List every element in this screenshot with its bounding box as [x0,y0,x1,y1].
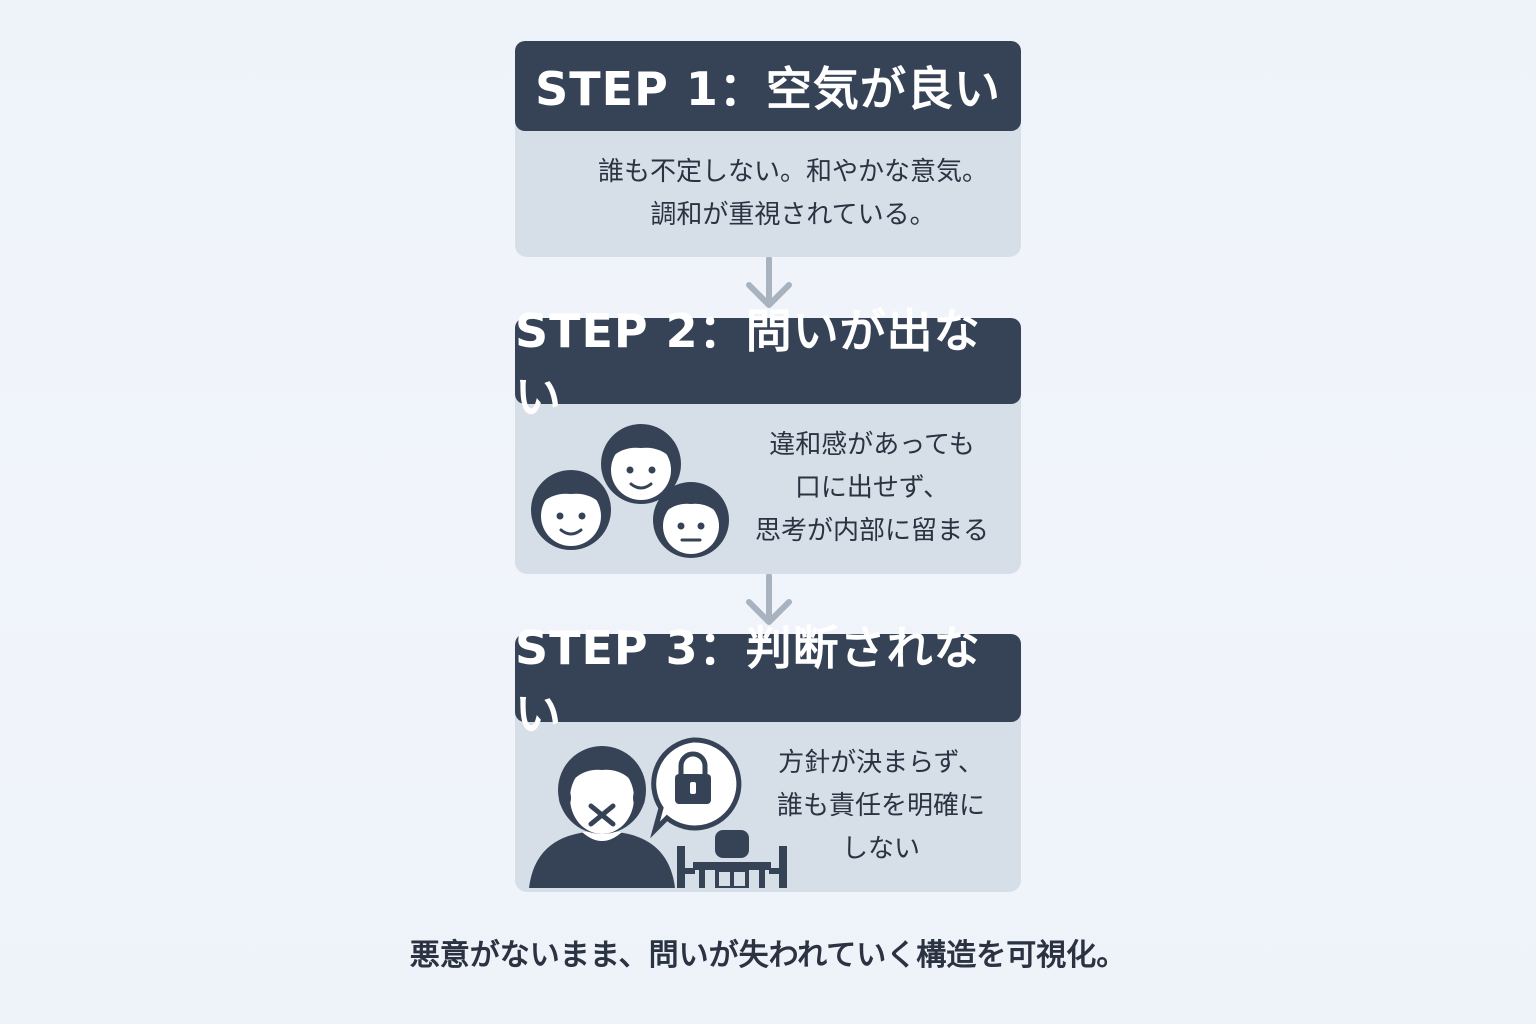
step-1-description: 誰も不定しない。和やかな意気。 調和が重視されている。 [573,151,1013,237]
silenced-person-icon [529,737,787,888]
face-neutral-right-icon [653,482,729,558]
step-2-description: 違和感があっても 口に出せず、 思考が内部に留まる [727,424,1017,553]
down-arrow-icon [746,257,792,308]
step-2-line-1: 違和感があっても [769,430,975,460]
lock-speech-bubble-icon [650,737,742,839]
step-2-title: STEP 2：問いが出ない [515,304,1021,424]
step-1-title: STEP 1：空気が良い [515,41,1021,131]
step-3-card: STEP 3：判断されない [515,621,1021,892]
step-3-line-1: 方針が決まらず、 [778,748,984,778]
step-1-card: STEP 1：空気が良い 誰も不定しない。和やかな意気。 調和が重視されている。 [515,41,1021,257]
face-smiling-left-icon [531,470,611,550]
step-2-line-3: 思考が内部に留まる [754,516,989,546]
step-2-card: STEP 2：問いが出ない [515,304,1021,574]
group-faces-icon [531,424,729,558]
step-2-body: 違和感があっても 口に出せず、 思考が内部に留まる [515,396,1021,574]
step-1-line-2: 調和が重視されている。 [650,200,936,230]
step-3-title: STEP 3：判断されない [515,621,1021,741]
step-1-body: 誰も不定しない。和やかな意気。 調和が重視されている。 [515,123,1021,257]
step-3-description: 方針が決まらず、 誰も責任を明確に しない [747,742,1015,871]
footer-caption: 悪意がないまま、問いが失われていく構造を可視化。 [409,938,1127,973]
step-3-line-3: しない [841,834,920,864]
person-mouth-covered-icon [529,746,675,888]
step-2-line-2: 口に出せず、 [794,473,950,503]
meeting-table-icon [677,830,787,888]
step-3-line-2: 誰も責任を明確に [776,791,985,821]
step-3-body: 方針が決まらず、 誰も責任を明確に しない [515,714,1021,892]
down-arrow-icon [746,574,792,625]
face-smiling-back-icon [601,424,681,504]
step-1-line-1: 誰も不定しない。和やかな意気。 [597,157,988,187]
